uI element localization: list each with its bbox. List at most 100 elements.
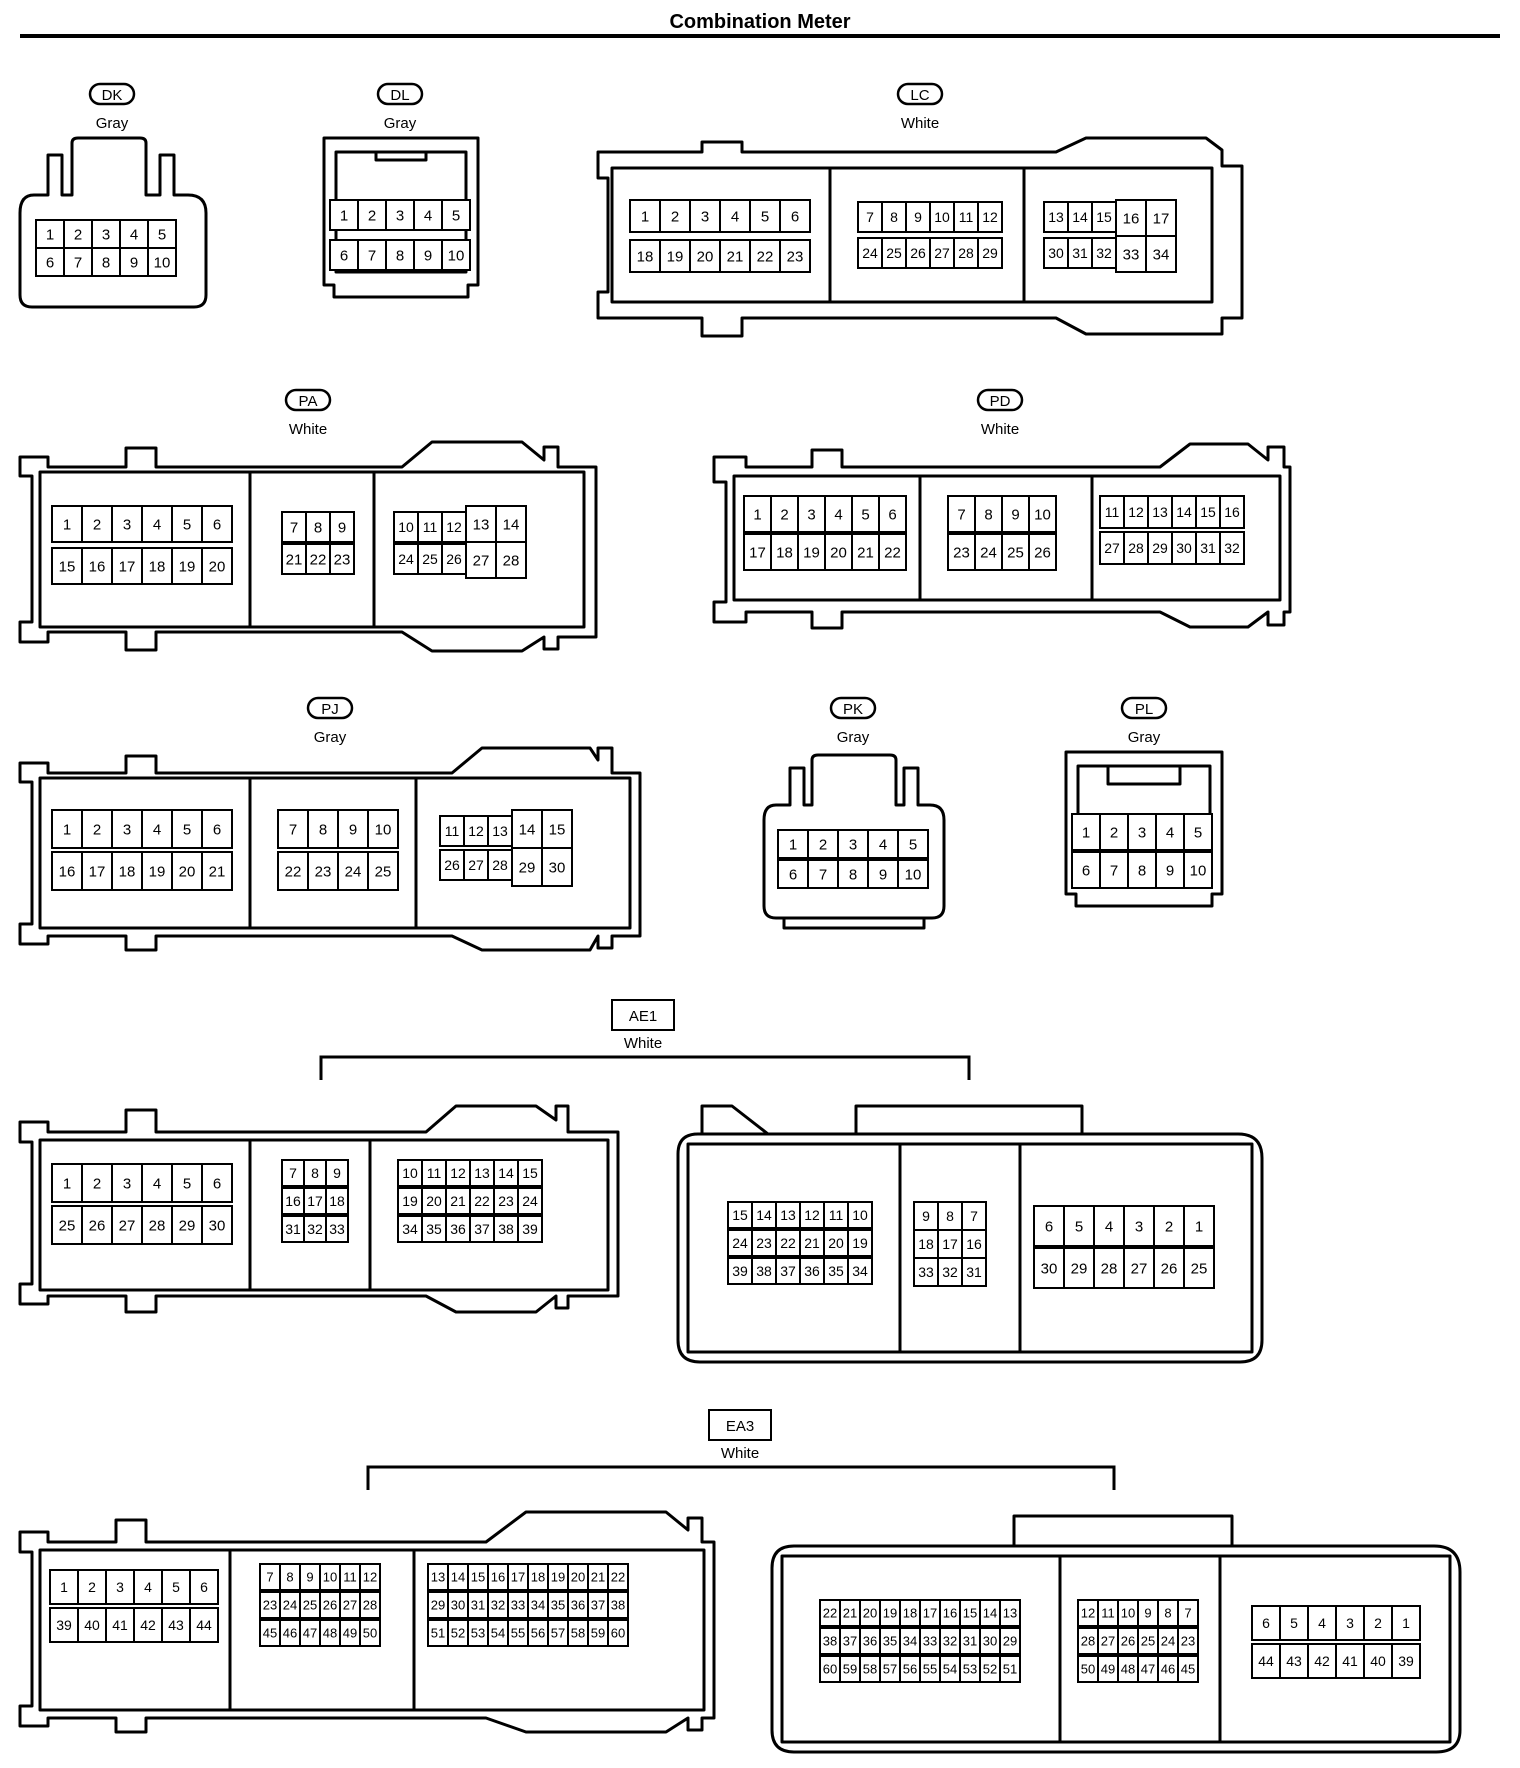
- pin-number: 18: [119, 863, 136, 880]
- pin-number: 8: [849, 866, 857, 883]
- pin-cell: [727, 1257, 753, 1285]
- pin-number: 26: [323, 1598, 337, 1613]
- pin-number: 51: [1003, 1662, 1017, 1677]
- pin-number: 9: [306, 1570, 313, 1585]
- pin-number: 23: [315, 863, 332, 880]
- page-title: Combination Meter: [669, 11, 850, 33]
- pin-number: 12: [468, 823, 484, 839]
- pin-cell: [607, 1591, 629, 1619]
- pin-cell: [359, 1619, 381, 1647]
- connector-DK-housing: [18, 136, 208, 309]
- pin-number: 23: [787, 248, 804, 265]
- pin-number: 20: [209, 558, 226, 575]
- pin-number: 13: [780, 1207, 796, 1223]
- connector-DL-color: Gray: [384, 115, 417, 132]
- pin-number: 18: [776, 544, 793, 561]
- pin-number: 1: [1195, 1218, 1203, 1235]
- pin-cell: [201, 1205, 233, 1245]
- pin-cell: [51, 1163, 83, 1203]
- pin-number: 10: [375, 821, 392, 838]
- pin-cell: [397, 1159, 423, 1187]
- connector-EA3-label: EA3 White: [366, 1409, 1116, 1490]
- pin-number: 7: [290, 519, 298, 536]
- pin-cell: [749, 239, 781, 273]
- pin-number: 1: [63, 821, 71, 838]
- pin-number: 3: [123, 516, 131, 533]
- pin-number: 7: [970, 1208, 978, 1224]
- pin-cell: [961, 1257, 987, 1287]
- pin-number: 6: [1082, 862, 1090, 879]
- pin-number: 14: [498, 1165, 514, 1181]
- pin-cell: [777, 859, 809, 889]
- pin-number: 51: [431, 1626, 445, 1641]
- connector-AE1-right-housing: [676, 1104, 1264, 1364]
- pin-cell: [1067, 237, 1093, 269]
- pin-cell: [1335, 1643, 1365, 1679]
- pin-cell: [493, 1159, 519, 1187]
- pin-number: 5: [172, 1579, 180, 1595]
- pin-cell: [147, 219, 177, 249]
- pin-number: 5: [183, 516, 191, 533]
- pin-number: 2: [1110, 824, 1118, 841]
- pin-number: 52: [983, 1662, 997, 1677]
- pin-cell: [147, 247, 177, 277]
- pin-number: 46: [1161, 1662, 1175, 1677]
- pin-number: 2: [819, 836, 827, 853]
- pin-number: 22: [757, 248, 774, 265]
- pin-number: 34: [531, 1598, 545, 1613]
- pin-cell: [517, 1215, 543, 1243]
- pin-cell: [913, 1257, 939, 1287]
- pin-number: 22: [780, 1235, 796, 1251]
- pin-number: 25: [1007, 544, 1024, 561]
- pin-cell: [81, 505, 113, 543]
- pin-number: 23: [756, 1235, 772, 1251]
- pin-number: 56: [903, 1662, 917, 1677]
- pin-number: 6: [791, 208, 799, 225]
- pin-number: 3: [701, 208, 709, 225]
- pin-number: 4: [424, 207, 432, 224]
- pin-number: 33: [923, 1634, 937, 1649]
- pin-number: 5: [861, 506, 869, 523]
- pin-number: 44: [1258, 1653, 1274, 1669]
- connector-DK-color: Gray: [96, 115, 129, 132]
- connector-PJ-label: PJ Gray: [306, 696, 354, 746]
- pin-number: 5: [183, 821, 191, 838]
- pin-number: 9: [338, 519, 346, 536]
- pin-number: 13: [431, 1570, 445, 1585]
- pin-number: 8: [311, 1165, 319, 1181]
- connector-AE1-bracket: [319, 1055, 971, 1080]
- connector-PA-label: PA White: [284, 388, 332, 438]
- pin-cell: [51, 547, 83, 585]
- pin-cell: [1391, 1643, 1421, 1679]
- pin-number: 9: [424, 247, 432, 264]
- pin-number: 29: [519, 859, 536, 876]
- pin-number: 57: [551, 1626, 565, 1641]
- pin-cell: [1171, 531, 1197, 565]
- pin-cell: [357, 239, 387, 271]
- pin-cell: [441, 239, 471, 271]
- pin-number: 10: [1121, 1606, 1135, 1621]
- pin-number: 7: [368, 247, 376, 264]
- pin-cell: [385, 199, 415, 231]
- pin-number: 15: [522, 1165, 538, 1181]
- pin-cell: [1001, 495, 1030, 533]
- pin-number: 30: [209, 1217, 226, 1234]
- connector-PK-label: PK Gray: [829, 696, 877, 746]
- pin-cell: [359, 1563, 381, 1591]
- pin-number: 29: [982, 245, 998, 261]
- pin-number: 17: [511, 1570, 525, 1585]
- pin-cell: [1219, 495, 1245, 529]
- pin-number: 21: [450, 1193, 466, 1209]
- pin-number: 20: [828, 1235, 844, 1251]
- pin-number: 58: [571, 1626, 585, 1641]
- pin-number: 40: [84, 1617, 100, 1633]
- pin-number: 18: [329, 1193, 345, 1209]
- pin-cell: [281, 511, 307, 543]
- pin-cell: [1183, 1205, 1215, 1247]
- pin-number: 53: [963, 1662, 977, 1677]
- pin-cell: [1183, 813, 1213, 851]
- pin-number: 34: [1153, 246, 1170, 263]
- pin-number: 43: [168, 1617, 184, 1633]
- connector-EA3-color: White: [721, 1445, 759, 1462]
- pin-cell: [141, 1163, 173, 1203]
